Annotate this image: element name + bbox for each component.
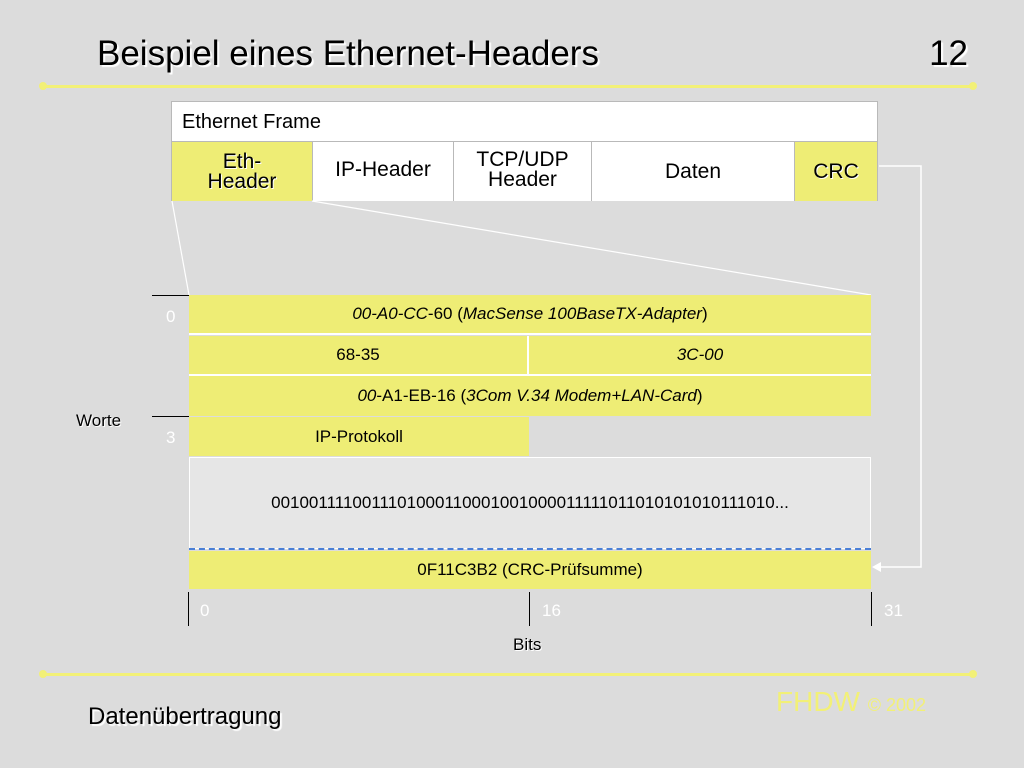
word-tick-0: 0: [166, 307, 176, 326]
dest-mac-tail: 68-35: [336, 345, 380, 364]
page-number: 12: [929, 34, 968, 73]
dest-mac-vendor-prefix: 00-A0-CC: [352, 304, 428, 323]
bit-tick-16: 16: [542, 601, 561, 620]
slide-title: Beispiel eines Ethernet-Headers: [97, 34, 599, 73]
copyright: © 2002: [867, 695, 927, 715]
word-axis-label: Worte: [76, 411, 122, 430]
bit-axis-line-16: [529, 592, 530, 626]
dashed-separator: [189, 548, 871, 550]
src-mac-rest: -A1-EB-16 (: [376, 386, 467, 405]
crc-arrow-head-icon: [872, 562, 881, 572]
bit-tick-0: 0: [200, 601, 210, 620]
segment-ip-header-label: IP-Header: [335, 158, 431, 181]
brand-logo: FHDW © 2002: [776, 686, 926, 718]
segment-ip-header: IP-Header: [312, 141, 453, 201]
dest-mac-rest: -60 (: [427, 304, 463, 323]
header-row-dest-mac: 00-A0-CC-60 (MacSense 100BaseTX-Adapter): [189, 295, 871, 335]
bit-tick-31: 31: [884, 601, 903, 620]
data-block: [189, 457, 871, 549]
protocol-label: IP-Protokoll: [315, 426, 403, 446]
word-axis-top-line: [152, 295, 189, 296]
segment-eth-header-line1: Eth-: [222, 149, 262, 173]
footer-rule: [43, 673, 974, 676]
header-row2-right: 3C-00: [529, 336, 871, 376]
title-rule: [43, 85, 974, 88]
bit-axis-line-31: [871, 592, 872, 626]
dest-mac-vendor-name: MacSense 100BaseTX-Adapter: [462, 304, 702, 323]
segment-crc: CRC: [794, 141, 878, 201]
src-mac-vendor-name: 3Com V.34 Modem+LAN-Card: [466, 386, 697, 405]
segment-crc-label: CRC: [813, 159, 859, 183]
ethernet-frame-label: Ethernet Frame: [182, 111, 321, 133]
bit-axis-line-0: [188, 592, 189, 626]
segment-tcp-udp-line1: TCP/UDP: [476, 148, 569, 171]
header-row-src-mac: 00-A1-EB-16 (3Com V.34 Modem+LAN-Card): [189, 376, 871, 416]
segment-daten-label: Daten: [664, 159, 722, 183]
header-row-protocol: IP-Protokoll: [189, 417, 529, 456]
brand-name: FHDW: [776, 686, 860, 717]
dest-mac-close: ): [701, 304, 708, 323]
src-mac-prefix: 3C-00: [676, 345, 724, 364]
segment-daten: Daten: [591, 141, 794, 201]
src-mac-close: ): [696, 386, 703, 405]
footer-rule-dot-right: [969, 670, 977, 678]
segment-eth-header: Eth-Header: [171, 141, 312, 201]
src-mac-vendor-prefix: 00: [357, 386, 377, 405]
crc-value: 0F11C3B2 (CRC-Prüfsumme): [417, 560, 643, 579]
data-bits: 0010011110011101000110001001000011111011…: [271, 493, 789, 512]
crc-row: 0F11C3B2 (CRC-Prüfsumme): [189, 551, 871, 589]
word-tick-3: 3: [166, 428, 176, 447]
rule-dot-right: [969, 82, 977, 90]
footer-topic: Datenübertragung: [88, 703, 282, 730]
header-row2-left: 68-35: [189, 336, 529, 376]
bit-axis-label: Bits: [513, 635, 542, 654]
word-axis-mid-line: [152, 416, 189, 417]
segment-eth-header-line2: Header: [207, 169, 277, 193]
segment-tcp-udp-line2: Header: [488, 168, 557, 191]
